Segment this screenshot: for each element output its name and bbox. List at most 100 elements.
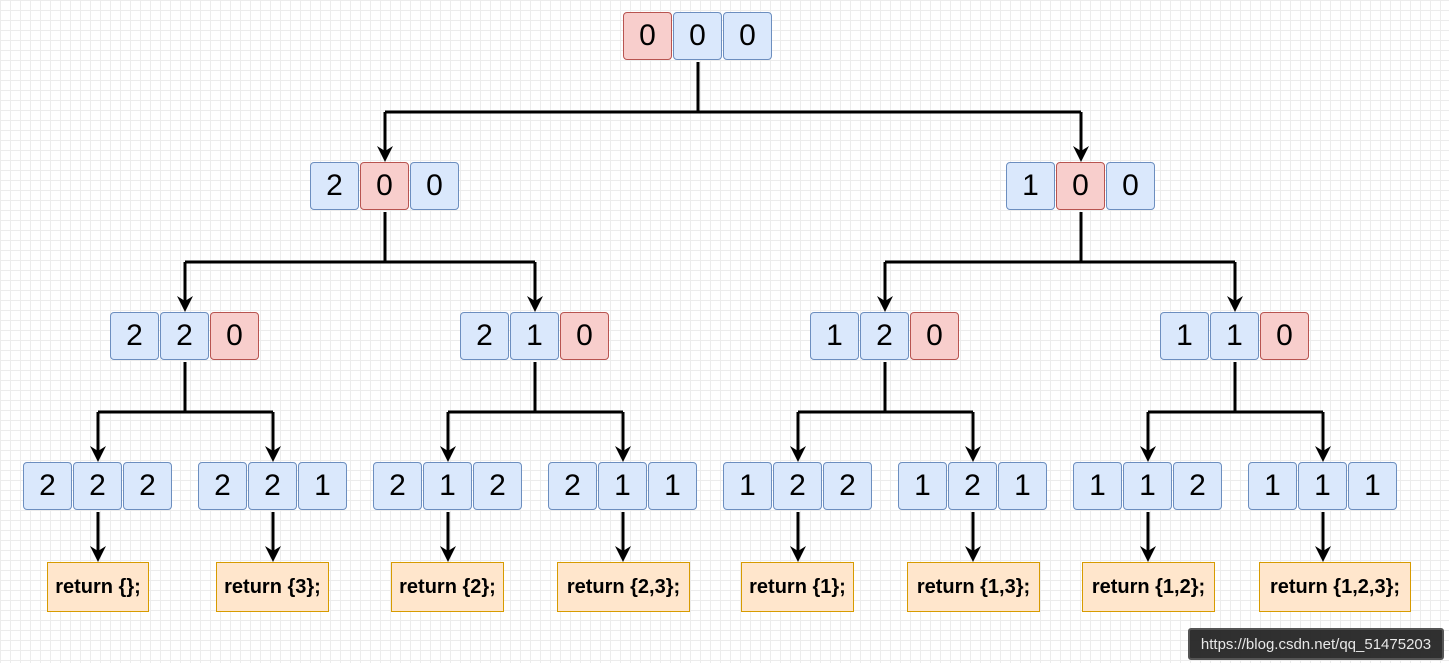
watermark: https://blog.csdn.net/qq_51475203 (1188, 628, 1444, 660)
node-cell: 0 (410, 162, 459, 210)
node-cell: 1 (1123, 462, 1172, 510)
node-cell: 0 (723, 12, 772, 60)
node-cell: 0 (910, 312, 959, 360)
arrowhead (377, 146, 393, 162)
connector-line (183, 212, 537, 308)
node-cell: 1 (898, 462, 947, 510)
node-cell: 0 (1056, 162, 1105, 210)
arrowhead (440, 446, 456, 462)
node-cell: 1 (1298, 462, 1347, 510)
node-cell: 1 (1160, 312, 1209, 360)
node-cell: 1 (298, 462, 347, 510)
arrowhead (1315, 446, 1331, 462)
arrowhead (965, 446, 981, 462)
node-cell: 1 (598, 462, 647, 510)
node-cell: 2 (548, 462, 597, 510)
node-cell: 2 (773, 462, 822, 510)
node-cell: 2 (823, 462, 872, 510)
arrowhead (265, 546, 281, 562)
arrowhead (1227, 296, 1243, 312)
node-cell: 1 (648, 462, 697, 510)
node-cell: 2 (123, 462, 172, 510)
node-cell: 1 (1210, 312, 1259, 360)
node-cell: 0 (1260, 312, 1309, 360)
arrowhead (1315, 546, 1331, 562)
arrowhead (1140, 446, 1156, 462)
node-cell: 0 (673, 12, 722, 60)
node-cell: 2 (73, 462, 122, 510)
arrowhead (177, 296, 193, 312)
connector-line (383, 62, 1083, 158)
node-cell: 2 (198, 462, 247, 510)
node-cell: 0 (623, 12, 672, 60)
return-box: return {2}; (391, 562, 504, 612)
node-cell: 2 (948, 462, 997, 510)
connector-line (96, 362, 275, 458)
node-cell: 1 (723, 462, 772, 510)
arrowhead (440, 546, 456, 562)
node-cell: 2 (460, 312, 509, 360)
node-cell: 2 (1173, 462, 1222, 510)
arrowhead (615, 546, 631, 562)
arrowhead (265, 446, 281, 462)
arrowhead (790, 446, 806, 462)
node-cell: 1 (1073, 462, 1122, 510)
arrowhead (965, 546, 981, 562)
return-box: return {}; (47, 562, 149, 612)
connector-line (883, 212, 1237, 308)
connector-line (1146, 362, 1325, 458)
return-box: return {1}; (741, 562, 854, 612)
node-cell: 1 (510, 312, 559, 360)
node-cell: 2 (160, 312, 209, 360)
node-cell: 0 (1106, 162, 1155, 210)
node-cell: 2 (110, 312, 159, 360)
return-box: return {1,3}; (907, 562, 1040, 612)
node-cell: 0 (560, 312, 609, 360)
arrowhead (877, 296, 893, 312)
node-cell: 2 (248, 462, 297, 510)
connector-line (796, 362, 975, 458)
arrowhead (90, 446, 106, 462)
node-cell: 2 (23, 462, 72, 510)
node-cell: 1 (998, 462, 1047, 510)
node-cell: 2 (310, 162, 359, 210)
node-cell: 1 (1248, 462, 1297, 510)
return-box: return {3}; (216, 562, 329, 612)
arrowhead (1140, 546, 1156, 562)
arrowhead (1073, 146, 1089, 162)
node-cell: 1 (423, 462, 472, 510)
connector-line (446, 362, 625, 458)
node-cell: 2 (473, 462, 522, 510)
arrowhead (615, 446, 631, 462)
node-cell: 1 (810, 312, 859, 360)
node-cell: 1 (1348, 462, 1397, 510)
arrowhead (90, 546, 106, 562)
node-cell: 0 (360, 162, 409, 210)
arrowhead (527, 296, 543, 312)
node-cell: 2 (373, 462, 422, 510)
return-box: return {1,2,3}; (1259, 562, 1411, 612)
node-cell: 0 (210, 312, 259, 360)
return-box: return {2,3}; (557, 562, 690, 612)
arrowhead (790, 546, 806, 562)
node-cell: 1 (1006, 162, 1055, 210)
node-cell: 2 (860, 312, 909, 360)
return-box: return {1,2}; (1082, 562, 1215, 612)
